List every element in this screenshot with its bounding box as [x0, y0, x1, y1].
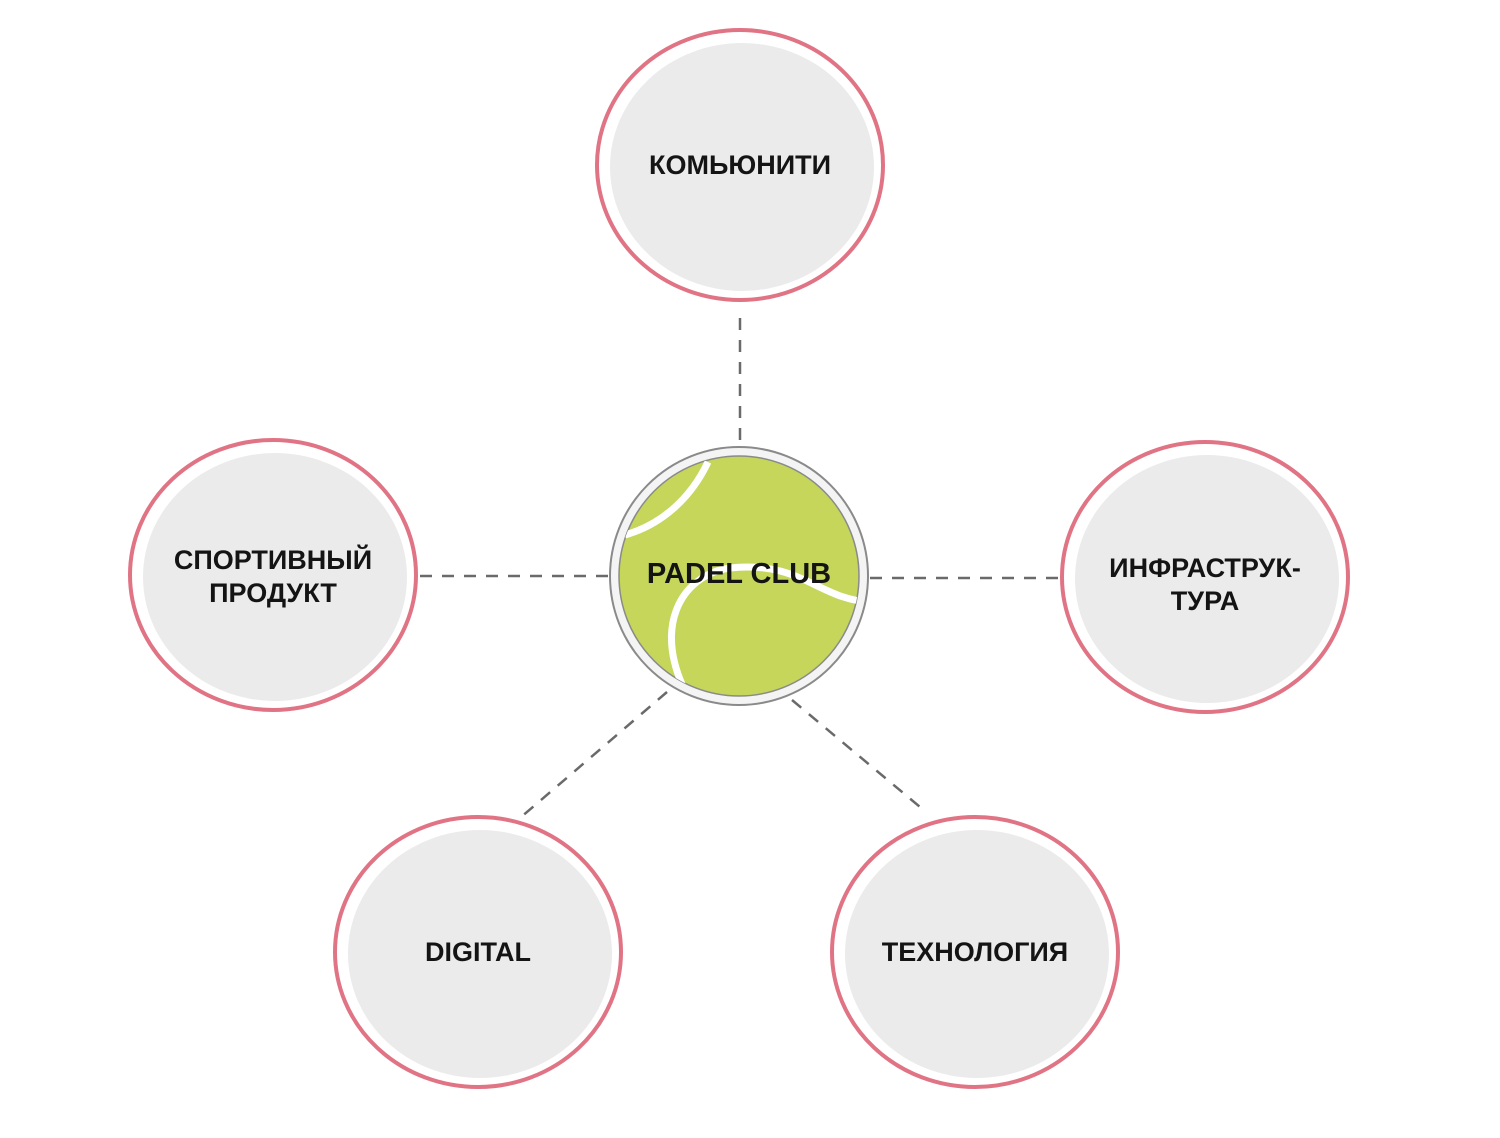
- node-left: СПОРТИВНЫЙ ПРОДУКТ: [128, 438, 418, 712]
- node-right: ИНФРАСТРУК- ТУРА: [1060, 440, 1350, 714]
- connector-bottom-right: [791, 699, 927, 813]
- node-label: DIGITAL: [425, 937, 531, 967]
- node-bottom-left: DIGITAL: [333, 815, 623, 1089]
- node-label: ТУРА: [1171, 586, 1239, 616]
- node-label: ПРОДУКТ: [209, 578, 337, 608]
- node-label: СПОРТИВНЫЙ: [174, 544, 372, 575]
- node-label: ТЕХНОЛОГИЯ: [882, 937, 1068, 967]
- node-label: КОМЬЮНИТИ: [649, 150, 831, 180]
- node-top: КОМЬЮНИТИ: [595, 28, 885, 302]
- connectors: [420, 318, 1060, 819]
- center-tennis-ball: PADEL CLUB: [609, 446, 869, 706]
- node-bottom-right: ТЕХНОЛОГИЯ: [830, 815, 1120, 1089]
- ball-seam-icon: [624, 460, 859, 696]
- center-label: PADEL CLUB: [647, 558, 831, 590]
- node-label: ИНФРАСТРУК-: [1109, 553, 1301, 583]
- connector-bottom-left: [519, 691, 668, 819]
